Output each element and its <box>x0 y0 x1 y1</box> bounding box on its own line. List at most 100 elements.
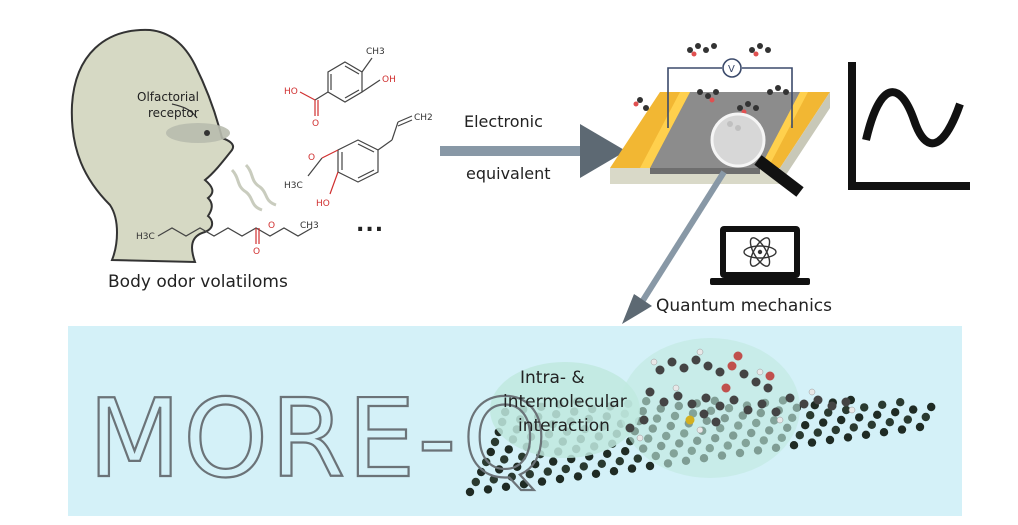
graphene-atom <box>806 411 815 420</box>
graphene-atom <box>789 441 799 450</box>
graphene-atom <box>483 485 493 494</box>
graphene-atom <box>495 465 504 474</box>
graphene-atom <box>837 415 846 425</box>
graphene-atom <box>615 457 624 466</box>
molecule-atom <box>685 415 695 425</box>
graphene-atom <box>486 447 495 457</box>
molecule-atom <box>727 361 737 371</box>
molecule-atom <box>733 351 743 361</box>
molecule-atom <box>757 399 767 409</box>
graphene-atom <box>855 413 864 422</box>
graphene-atom <box>482 457 491 467</box>
graphene-atom <box>471 477 480 487</box>
graphene-atom <box>807 438 817 447</box>
molecule-atom <box>785 393 795 403</box>
graphene-atom <box>813 428 822 437</box>
graphene-atom <box>795 431 804 440</box>
signal-graph-icon <box>848 62 970 190</box>
graphene-atom <box>603 449 612 458</box>
molecule-highlight-bubble <box>620 338 800 478</box>
label-h3c-methoxy: H3C <box>284 181 303 191</box>
laptop-atom-icon <box>710 226 810 285</box>
voltmeter-icon <box>722 58 742 78</box>
molecule-atom <box>701 393 711 403</box>
graphene-atom <box>633 454 642 463</box>
graphene-atom <box>531 460 540 469</box>
graphene-atom <box>627 464 637 473</box>
molecule-atom <box>639 415 649 425</box>
quantum-mechanics-caption: Quantum mechanics <box>656 296 833 316</box>
graphene-atom <box>903 415 912 424</box>
electronic-equivalent-arrow <box>440 124 626 178</box>
molecule-atom <box>721 383 731 393</box>
graphene-atom <box>860 403 869 412</box>
human-head-illustration <box>70 28 277 264</box>
graphene-atom <box>831 425 840 435</box>
molecule-atom <box>703 361 713 371</box>
arrow-label-top: Electronic <box>464 112 543 131</box>
molecule-atom <box>711 417 721 427</box>
graphene-atom <box>504 445 513 454</box>
molecule-atom <box>751 377 761 387</box>
molecule-atom <box>659 397 669 407</box>
odor-wave <box>230 168 263 212</box>
graphene-atom <box>843 433 853 442</box>
graphene-atom <box>518 452 527 461</box>
molecule-atom <box>715 367 725 377</box>
interaction-label-line1: Intra- & <box>520 368 585 388</box>
molecule-atom <box>739 369 749 379</box>
hydrogen-atom <box>650 358 658 366</box>
receptor-label-line2: receptor <box>148 106 199 120</box>
graphene-atom <box>896 398 905 407</box>
molecule-atom <box>743 405 753 415</box>
graphene-atom <box>490 437 500 447</box>
label-o-acid: O <box>312 119 319 129</box>
label-ch3-top: CH3 <box>366 47 385 57</box>
molecule-benzoic-acid <box>299 57 381 116</box>
quantum-mechanics-arrow <box>622 170 727 324</box>
molecule-atom <box>699 409 709 419</box>
hydrogen-atom <box>636 434 644 442</box>
graphene-atom <box>921 412 930 422</box>
graphene-atom <box>879 428 889 437</box>
label-ch3-ester: CH3 <box>300 221 319 231</box>
label-ch2: CH2 <box>414 113 433 123</box>
graphene-atom <box>591 469 601 478</box>
olfactory-region <box>166 123 230 143</box>
body-odor-caption: Body odor volatiloms <box>108 272 288 292</box>
molecule-ellipsis: ... <box>356 212 385 237</box>
graphene-atom <box>849 423 858 432</box>
graphene-atom <box>500 455 509 464</box>
banner-title: MORE-Q <box>88 377 549 502</box>
graphene-atom <box>555 474 565 484</box>
graphene-atom <box>897 425 907 434</box>
molecule-atom <box>655 365 665 375</box>
interaction-label-line2: intermolecular <box>503 392 627 412</box>
molecule-atom <box>765 371 775 381</box>
graphene-atom <box>525 470 534 479</box>
graphene-atom <box>801 421 810 430</box>
graphene-atom <box>909 405 918 414</box>
molecule-atom <box>799 399 809 409</box>
molecule-atom <box>729 395 739 405</box>
graphene-atom <box>609 467 619 476</box>
graphene-atom <box>489 475 498 484</box>
hydrogen-atom <box>696 348 704 356</box>
label-ho-eugenol: HO <box>316 199 330 209</box>
graphene-atom <box>824 408 833 417</box>
graphene-atom <box>873 410 882 419</box>
label-o-ester: O <box>253 247 260 257</box>
graphene-atom <box>501 482 511 491</box>
receptor-label-line1: Olfactorial <box>137 90 199 104</box>
magnifier-icon <box>710 112 804 197</box>
graphene-atom <box>861 430 871 439</box>
graphene-atom <box>465 487 475 497</box>
molecule-atom <box>691 355 701 365</box>
graphene-atom <box>825 435 835 445</box>
graphene-atom <box>549 457 558 466</box>
hydrogen-atom <box>808 388 816 396</box>
graphene-atom <box>927 402 936 412</box>
molecule-atom <box>763 383 773 393</box>
